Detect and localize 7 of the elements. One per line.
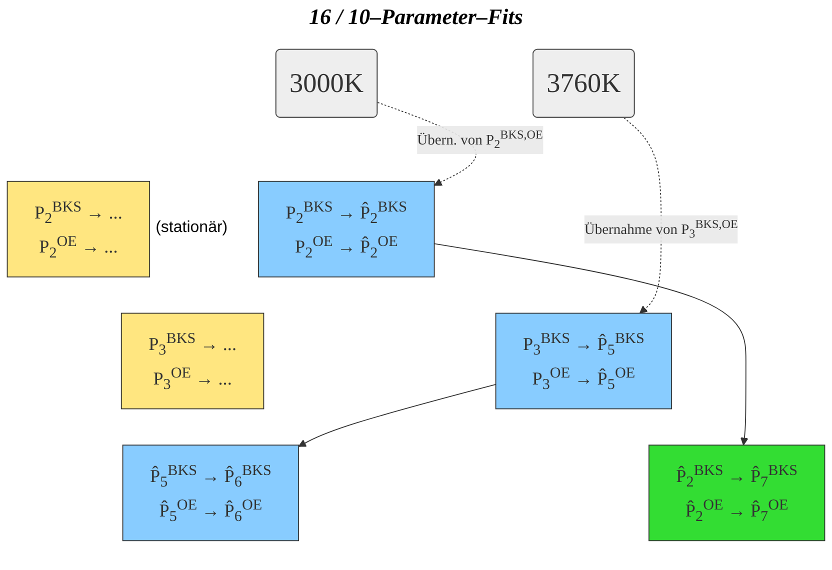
diagram-title: 16 / 10–Parameter–Fits [308,4,524,30]
node-box: P$_{2}$$^{BKS}$ → ... P$_{2}$$^{OE}$ → ... [6,180,150,278]
node-box: P$_{3}$$^{BKS}$ → ... P$_{3}$$^{OE}$ → ... [120,312,264,410]
arrow [434,243,748,446]
arrow [624,117,662,314]
arrow [298,384,496,447]
node-note: (stationär) [156,219,228,238]
